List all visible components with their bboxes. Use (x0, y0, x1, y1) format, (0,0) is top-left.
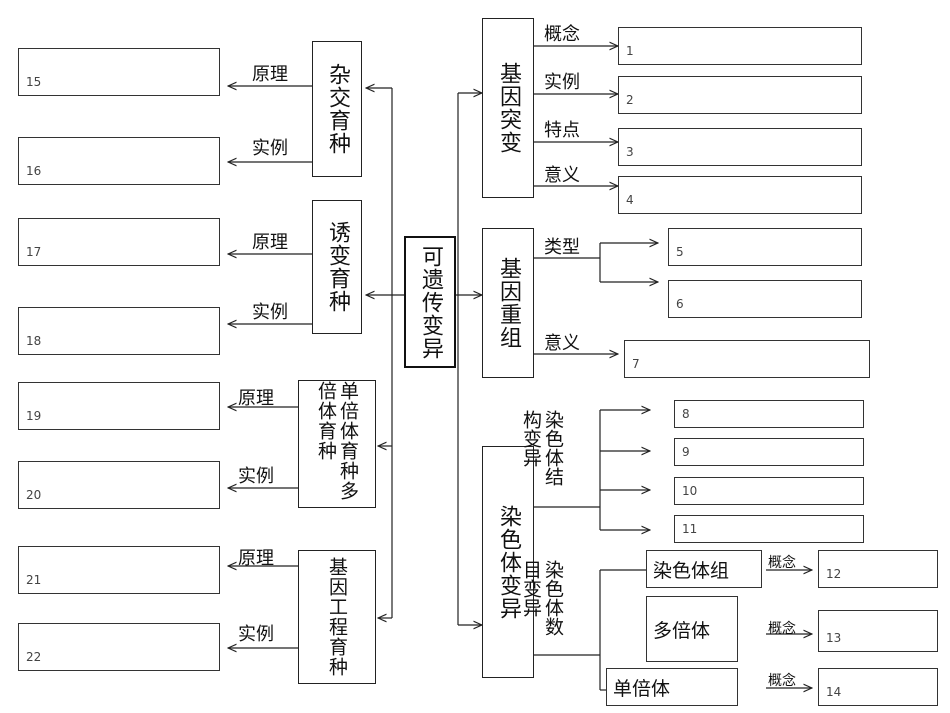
label-concept-13: 概念 (768, 621, 796, 637)
node-gene-mutation: 基因突变 (482, 18, 534, 198)
label-example-22: 实例 (238, 624, 274, 645)
answer-box-15[interactable]: 15 (18, 48, 220, 96)
label-principle-21: 原理 (238, 548, 274, 569)
label-principle-19: 原理 (238, 388, 274, 409)
answer-box-18[interactable]: 18 (18, 307, 220, 355)
node-hybrid-breeding: 杂交育种 (312, 41, 362, 177)
node-genetic-engineering-breeding: 基因工程育种 (298, 550, 376, 684)
node-haploid: 单倍体 (606, 668, 738, 706)
label-example: 实例 (544, 72, 580, 93)
label-type: 类型 (544, 237, 580, 258)
label-concept-12: 概念 (768, 555, 796, 571)
answer-box-20[interactable]: 20 (18, 461, 220, 509)
answer-box-19[interactable]: 19 (18, 382, 220, 430)
node-chromosome-variation: 染色体变异 (482, 446, 534, 678)
label-principle-17: 原理 (252, 232, 288, 253)
answer-box-1[interactable]: 1 (618, 27, 862, 65)
node-gene-recombination: 基因重组 (482, 228, 534, 378)
answer-box-13[interactable]: 13 (818, 610, 938, 652)
label-structural-variation: 染色体结构变异 (520, 410, 564, 486)
answer-box-21[interactable]: 21 (18, 546, 220, 594)
answer-box-16[interactable]: 16 (18, 137, 220, 185)
label-recomb-meaning: 意义 (544, 333, 580, 354)
answer-box-3[interactable]: 3 (618, 128, 862, 166)
answer-box-7[interactable]: 7 (624, 340, 870, 378)
answer-box-10[interactable]: 10 (674, 477, 864, 505)
answer-box-9[interactable]: 9 (674, 438, 864, 466)
answer-box-6[interactable]: 6 (668, 280, 862, 318)
answer-box-11[interactable]: 11 (674, 515, 864, 543)
label-principle-15: 原理 (252, 64, 288, 85)
label-example-16: 实例 (252, 138, 288, 159)
answer-box-5[interactable]: 5 (668, 228, 862, 266)
node-mutagenesis-breeding: 诱变育种 (312, 200, 362, 334)
label-feature: 特点 (544, 120, 580, 141)
answer-box-12[interactable]: 12 (818, 550, 938, 588)
label-meaning: 意义 (544, 165, 580, 186)
answer-box-14[interactable]: 14 (818, 668, 938, 706)
answer-box-2[interactable]: 2 (618, 76, 862, 114)
node-polyploid: 多倍体 (646, 596, 738, 662)
node-haploid-polyploid-breeding: 单倍体育种多倍体育种 (298, 380, 376, 508)
answer-box-4[interactable]: 4 (618, 176, 862, 214)
label-example-18: 实例 (252, 302, 288, 323)
answer-box-17[interactable]: 17 (18, 218, 220, 266)
node-chromosome-set: 染色体组 (646, 550, 762, 588)
answer-box-8[interactable]: 8 (674, 400, 864, 428)
label-concept: 概念 (544, 24, 580, 45)
label-example-20: 实例 (238, 466, 274, 487)
answer-box-22[interactable]: 22 (18, 623, 220, 671)
label-numerical-variation: 染色体数目变异 (520, 560, 564, 636)
label-concept-14: 概念 (768, 673, 796, 689)
center-node: 可遗传变异 (404, 236, 456, 368)
